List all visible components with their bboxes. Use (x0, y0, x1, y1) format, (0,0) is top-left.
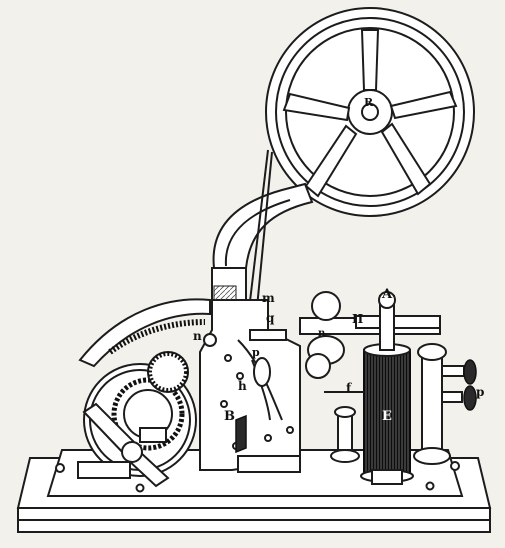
label-n-small: n (318, 328, 326, 339)
reel-support-arm (212, 182, 314, 269)
adjustment-column (413, 343, 477, 465)
drive-wheels (83, 351, 197, 477)
paper-reel (265, 7, 475, 217)
paper-strip (247, 149, 273, 319)
small-post (324, 391, 364, 463)
label-q: q (266, 311, 275, 325)
label-A: A (381, 287, 393, 302)
winding-key (82, 402, 170, 488)
label-h: h (238, 379, 247, 393)
curved-feed-strip (78, 298, 211, 368)
label-R: R (364, 96, 374, 109)
lever-B (235, 414, 247, 454)
label-II: II (352, 312, 364, 326)
label-m: m (262, 291, 275, 305)
label-E: E (382, 409, 392, 424)
armature-A (355, 291, 441, 351)
label-n-left: n (193, 329, 202, 343)
bracket-feet (77, 455, 301, 479)
label-f: f (346, 381, 352, 395)
label-B: B (224, 409, 235, 424)
label-p-inner: p (252, 346, 260, 359)
label-p-outer: p (476, 385, 484, 399)
